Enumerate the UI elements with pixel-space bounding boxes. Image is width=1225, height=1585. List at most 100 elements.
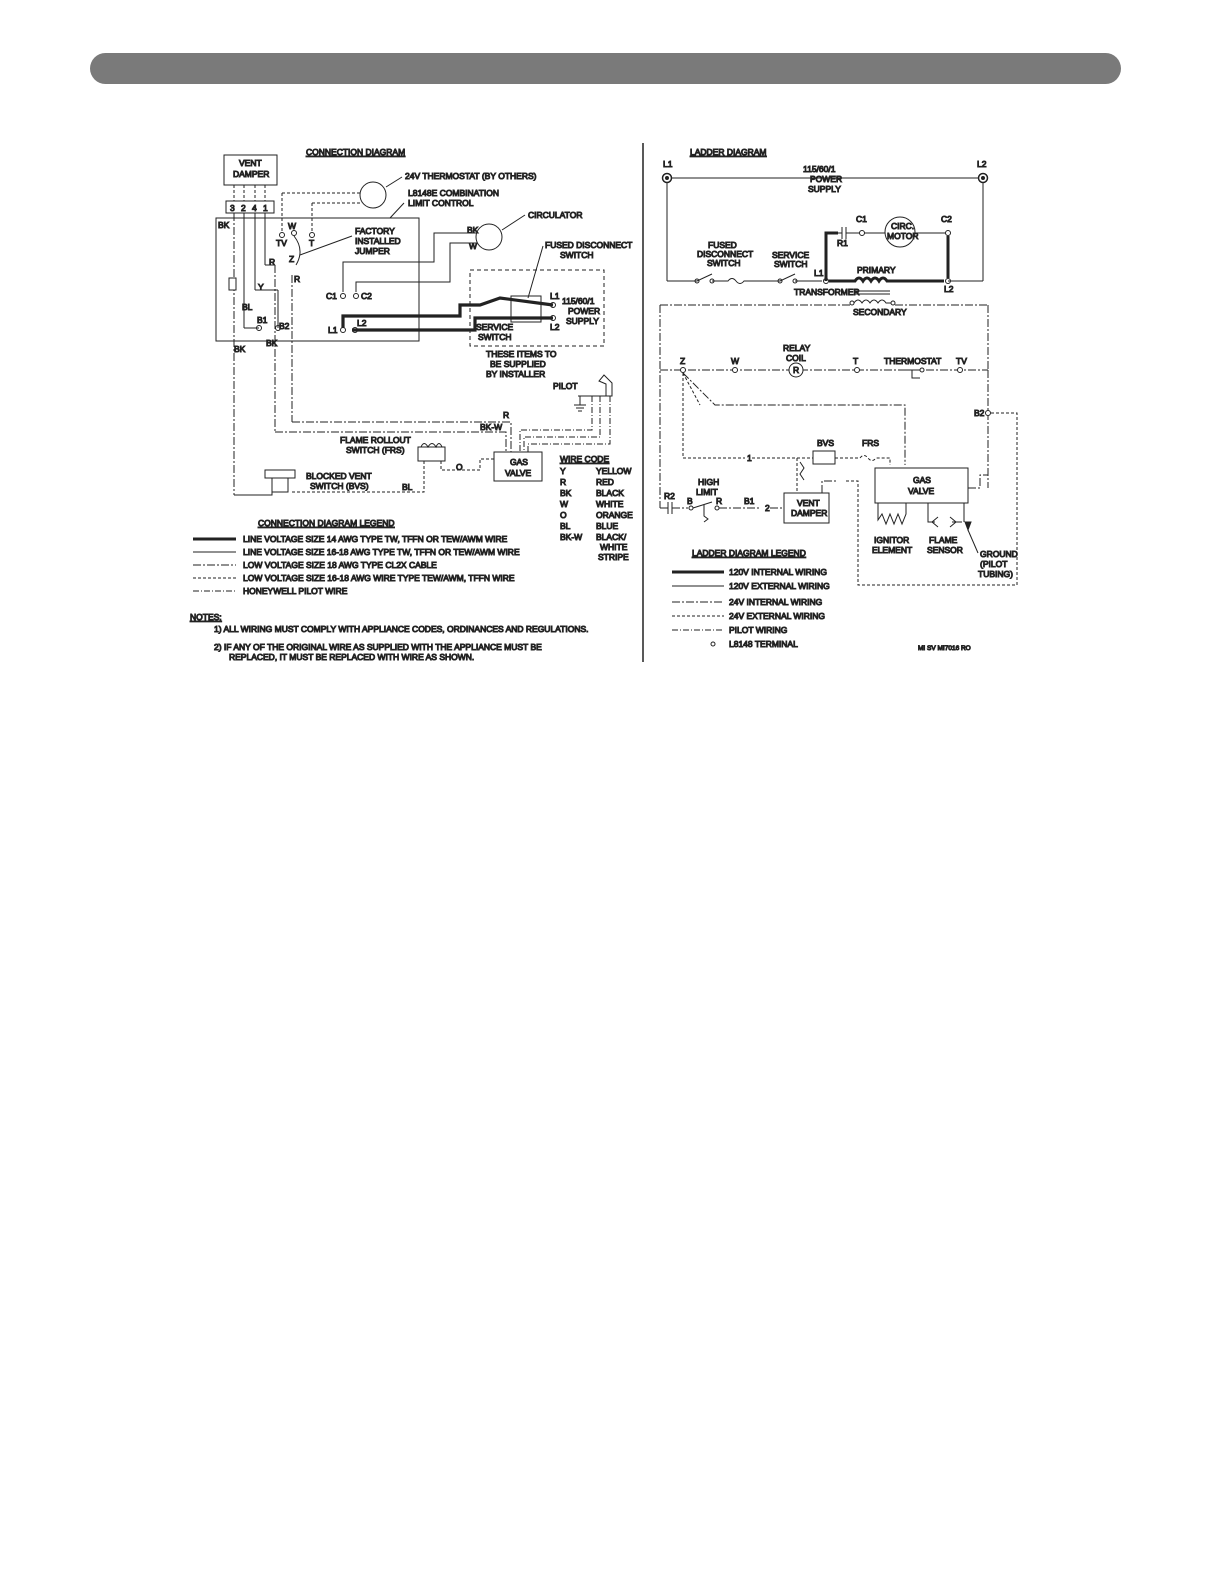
wire-o: O [456, 462, 463, 472]
ps-l2: L2 [550, 322, 560, 332]
ladder-l1-primary: L1 [814, 268, 824, 278]
ladder-ground-2: (PILOT [980, 559, 1007, 569]
wire-bk-circ: BK [467, 225, 479, 235]
wire-code-bk: BK [560, 488, 572, 498]
wire-code-r-name: RED [596, 477, 614, 487]
ladder-b2: B2 [974, 408, 985, 418]
terminal-t: T [309, 238, 314, 248]
circulator-icon [475, 223, 503, 251]
relay-coil-icon [788, 362, 804, 378]
ladder-ps-1: 115/60/1 [803, 164, 836, 174]
terminal-z: Z [289, 254, 294, 264]
ladder-c1: C1 [856, 214, 867, 224]
connection-legend-3: LOW VOLTAGE SIZE 18 AWG TYPE CL2X CABLE [243, 560, 437, 570]
gas-valve-label-2: VALVE [505, 468, 531, 478]
note-2b: REPLACED, IT MUST BE REPLACED WITH WIRE … [229, 652, 474, 662]
wire-code-bl: BL [560, 521, 571, 531]
ladder-legend-5: PILOT WIRING [729, 625, 787, 635]
terminal-l2: L2 [357, 318, 367, 328]
terminal-l1: L1 [328, 325, 338, 335]
ladder-legend-title: LADDER DIAGRAM LEGEND [692, 548, 806, 558]
ladder-legend-2: 120V EXTERNAL WIRING [729, 581, 830, 591]
terminal-r: R [269, 257, 275, 267]
circ-motor-icon [884, 216, 916, 248]
ladder-conn-2: 2 [765, 503, 770, 513]
limit-control-box [215, 217, 420, 342]
ladder-frs: FRS [862, 438, 879, 448]
installer-items-box [469, 269, 605, 347]
vent-terminal-block [225, 200, 275, 214]
ladder-flame-2: SENSOR [927, 545, 963, 555]
figure-code: MI SV MI7016 RO [918, 645, 971, 652]
ladder-circ-1: CIRC. [891, 221, 914, 231]
power-supply-label-2: POWER [568, 306, 600, 316]
ladder-thermostat: THERMOSTAT [884, 356, 941, 366]
wire-code-y: Y [560, 466, 566, 476]
wire-code-y-name: YELLOW [596, 466, 631, 476]
ladder-fused-2: DISCONNECT [697, 249, 753, 259]
ladder-l1: L1 [663, 159, 673, 169]
terminal-b1: B1 [257, 315, 268, 325]
gas-valve-box [493, 451, 543, 482]
fused-disconnect-switch [510, 295, 542, 323]
ladder-high-limit-1: HIGH [698, 477, 719, 487]
wire-code-title: WIRE CODE [560, 454, 609, 464]
wire-bk-vertical: BK [266, 338, 278, 348]
wire-code-bkw-name: BLACK/ [596, 532, 627, 542]
wire-bl-1: BL [242, 302, 253, 312]
ladder-legend-3: 24V INTERNAL WIRING [729, 597, 822, 607]
ladder-ps-2: POWER [810, 174, 842, 184]
ps-l1: L1 [550, 291, 560, 301]
vent-damper-label-2: DAMPER [233, 169, 269, 179]
wire-code-o: O [560, 510, 567, 520]
wire-r-right: R [294, 274, 300, 284]
jumper-label-3: JUMPER [355, 246, 390, 256]
ladder-primary: PRIMARY [857, 265, 896, 275]
terminal-b2: B2 [279, 321, 290, 331]
jumper-label-2: INSTALLED [355, 236, 401, 246]
connection-diagram: CONNECTION DIAGRAM VENT DAMPER 3 2 4 1 2… [190, 147, 634, 663]
circulator-label: CIRCULATOR [528, 210, 582, 220]
service-switch-label-2: SWITCH [478, 332, 512, 342]
ladder-vent-2: DAMPER [791, 508, 827, 518]
installer-note-3: BY INSTALLER [486, 369, 545, 379]
vent-terminal-2: 2 [241, 203, 246, 213]
ladder-b1: B1 [744, 496, 755, 506]
ladder-w: W [731, 356, 739, 366]
ladder-fused-3: SWITCH [707, 258, 741, 268]
ladder-gas-valve [874, 467, 969, 504]
wire-code-r: R [560, 477, 566, 487]
wire-bk-top: BK [218, 220, 230, 230]
ladder-r2: R2 [664, 491, 675, 501]
thermostat-label: 24V THERMOSTAT (BY OTHERS) [405, 171, 537, 181]
wire-w-circ: W [469, 241, 477, 251]
ladder-tv: TV [956, 356, 967, 366]
fused-disconnect-label-1: FUSED DISCONNECT [545, 240, 632, 250]
gas-valve-label-1: GAS [510, 457, 528, 467]
flame-rollout-switch [417, 446, 446, 462]
ladder-bvs: BVS [817, 438, 834, 448]
installer-note-2: BE SUPPLIED [490, 359, 546, 369]
note-2a: 2) IF ANY OF THE ORIGINAL WIRE AS SUPPLI… [214, 642, 542, 652]
thermostat-icon [359, 181, 387, 209]
ladder-hl-b: B [687, 496, 693, 506]
frs-label-1: FLAME ROLLOUT [340, 435, 411, 445]
wire-code-w-name: WHITE [596, 499, 624, 509]
ladder-vent-1: VENT [797, 498, 820, 508]
power-supply-label-1: 115/60/1 [562, 296, 595, 306]
ladder-ground-1: GROUND [980, 549, 1018, 559]
ladder-hl-r: R [716, 496, 722, 506]
ladder-gas-valve-1: GAS [913, 475, 931, 485]
terminal-w: W [288, 221, 296, 231]
fused-disconnect-label-2: SWITCH [560, 250, 594, 260]
wire-code-o-name: ORANGE [596, 510, 633, 520]
wire-r-gv: R [503, 410, 509, 420]
pilot-icon [578, 374, 613, 397]
connection-legend-2: LINE VOLTAGE SIZE 16-18 AWG TYPE TW, TFF… [243, 547, 520, 557]
terminal-c2: C2 [361, 291, 372, 301]
wire-code-w: W [560, 499, 568, 509]
connection-legend-title: CONNECTION DIAGRAM LEGEND [258, 518, 395, 528]
vent-terminal-4: 4 [252, 203, 257, 213]
ladder-ignitor-1: IGNITOR [874, 535, 909, 545]
service-switch-label-1: SERVICE [476, 322, 513, 332]
